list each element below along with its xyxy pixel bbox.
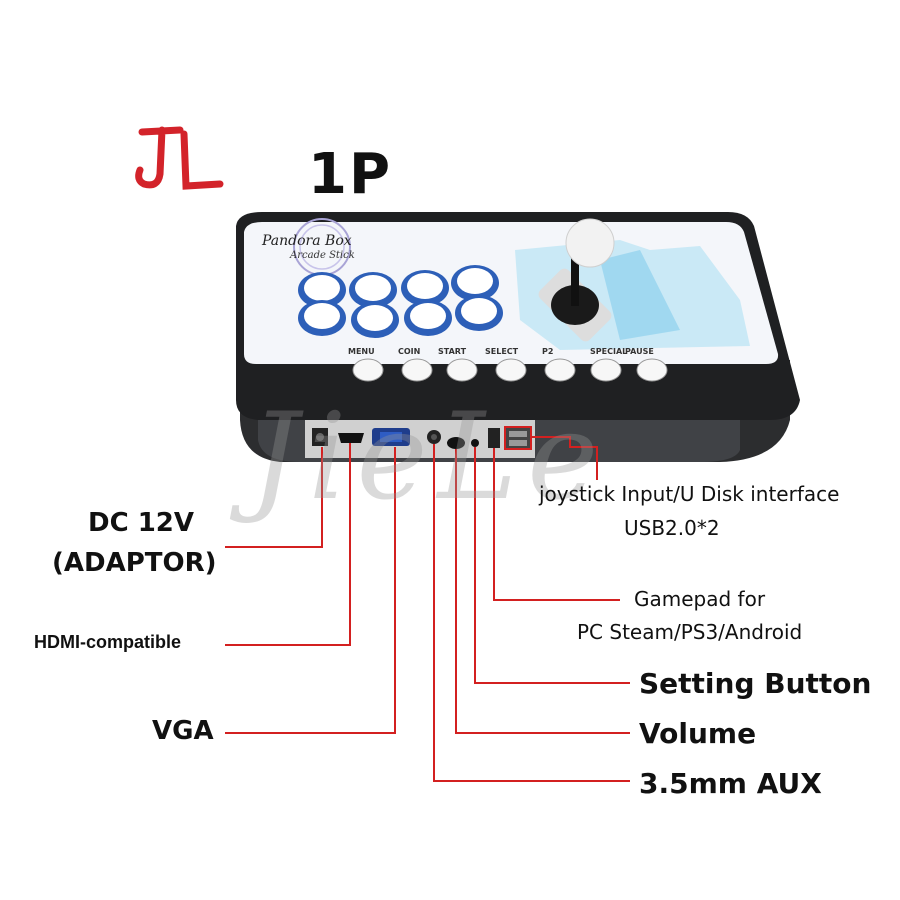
panel-label-4: SELECT bbox=[485, 347, 519, 356]
leader-lines bbox=[225, 426, 630, 782]
panel-label-7: PAUSE bbox=[625, 347, 654, 356]
function-buttons bbox=[352, 358, 668, 382]
usb-count-label: USB2.0*2 bbox=[624, 516, 720, 540]
dc-adaptor-label: (ADAPTOR) bbox=[52, 548, 217, 578]
player-label: 1P bbox=[308, 142, 393, 207]
watermark: JieLe bbox=[250, 388, 609, 527]
panel-label-1: MENU bbox=[348, 347, 375, 356]
joystick bbox=[538, 218, 615, 342]
brand-text: Pandora Box bbox=[261, 233, 352, 249]
setting-button-label: Setting Button bbox=[639, 667, 872, 700]
usb-joystick-label: joystick Input/U Disk interface bbox=[539, 482, 840, 506]
aux-label: 3.5mm AUX bbox=[639, 767, 822, 800]
brand-subtitle: Arcade Stick bbox=[289, 250, 355, 261]
dc-power-label: DC 12V bbox=[88, 508, 195, 538]
jl-logo bbox=[135, 126, 224, 190]
ports bbox=[312, 428, 531, 449]
panel-label-3: START bbox=[438, 347, 467, 356]
gamepad-label: Gamepad for bbox=[634, 587, 766, 611]
panel-label-5: P2 bbox=[542, 347, 553, 356]
action-buttons bbox=[298, 265, 503, 338]
volume-label: Volume bbox=[639, 717, 757, 750]
hdmi-label: HDMI-compatible bbox=[34, 632, 182, 652]
vga-label: VGA bbox=[152, 716, 214, 746]
gamepad-platforms-label: PC Steam/PS3/Android bbox=[577, 620, 803, 644]
panel-label-6: SPECIAL bbox=[590, 347, 627, 356]
panel-label-2: COIN bbox=[398, 347, 420, 356]
